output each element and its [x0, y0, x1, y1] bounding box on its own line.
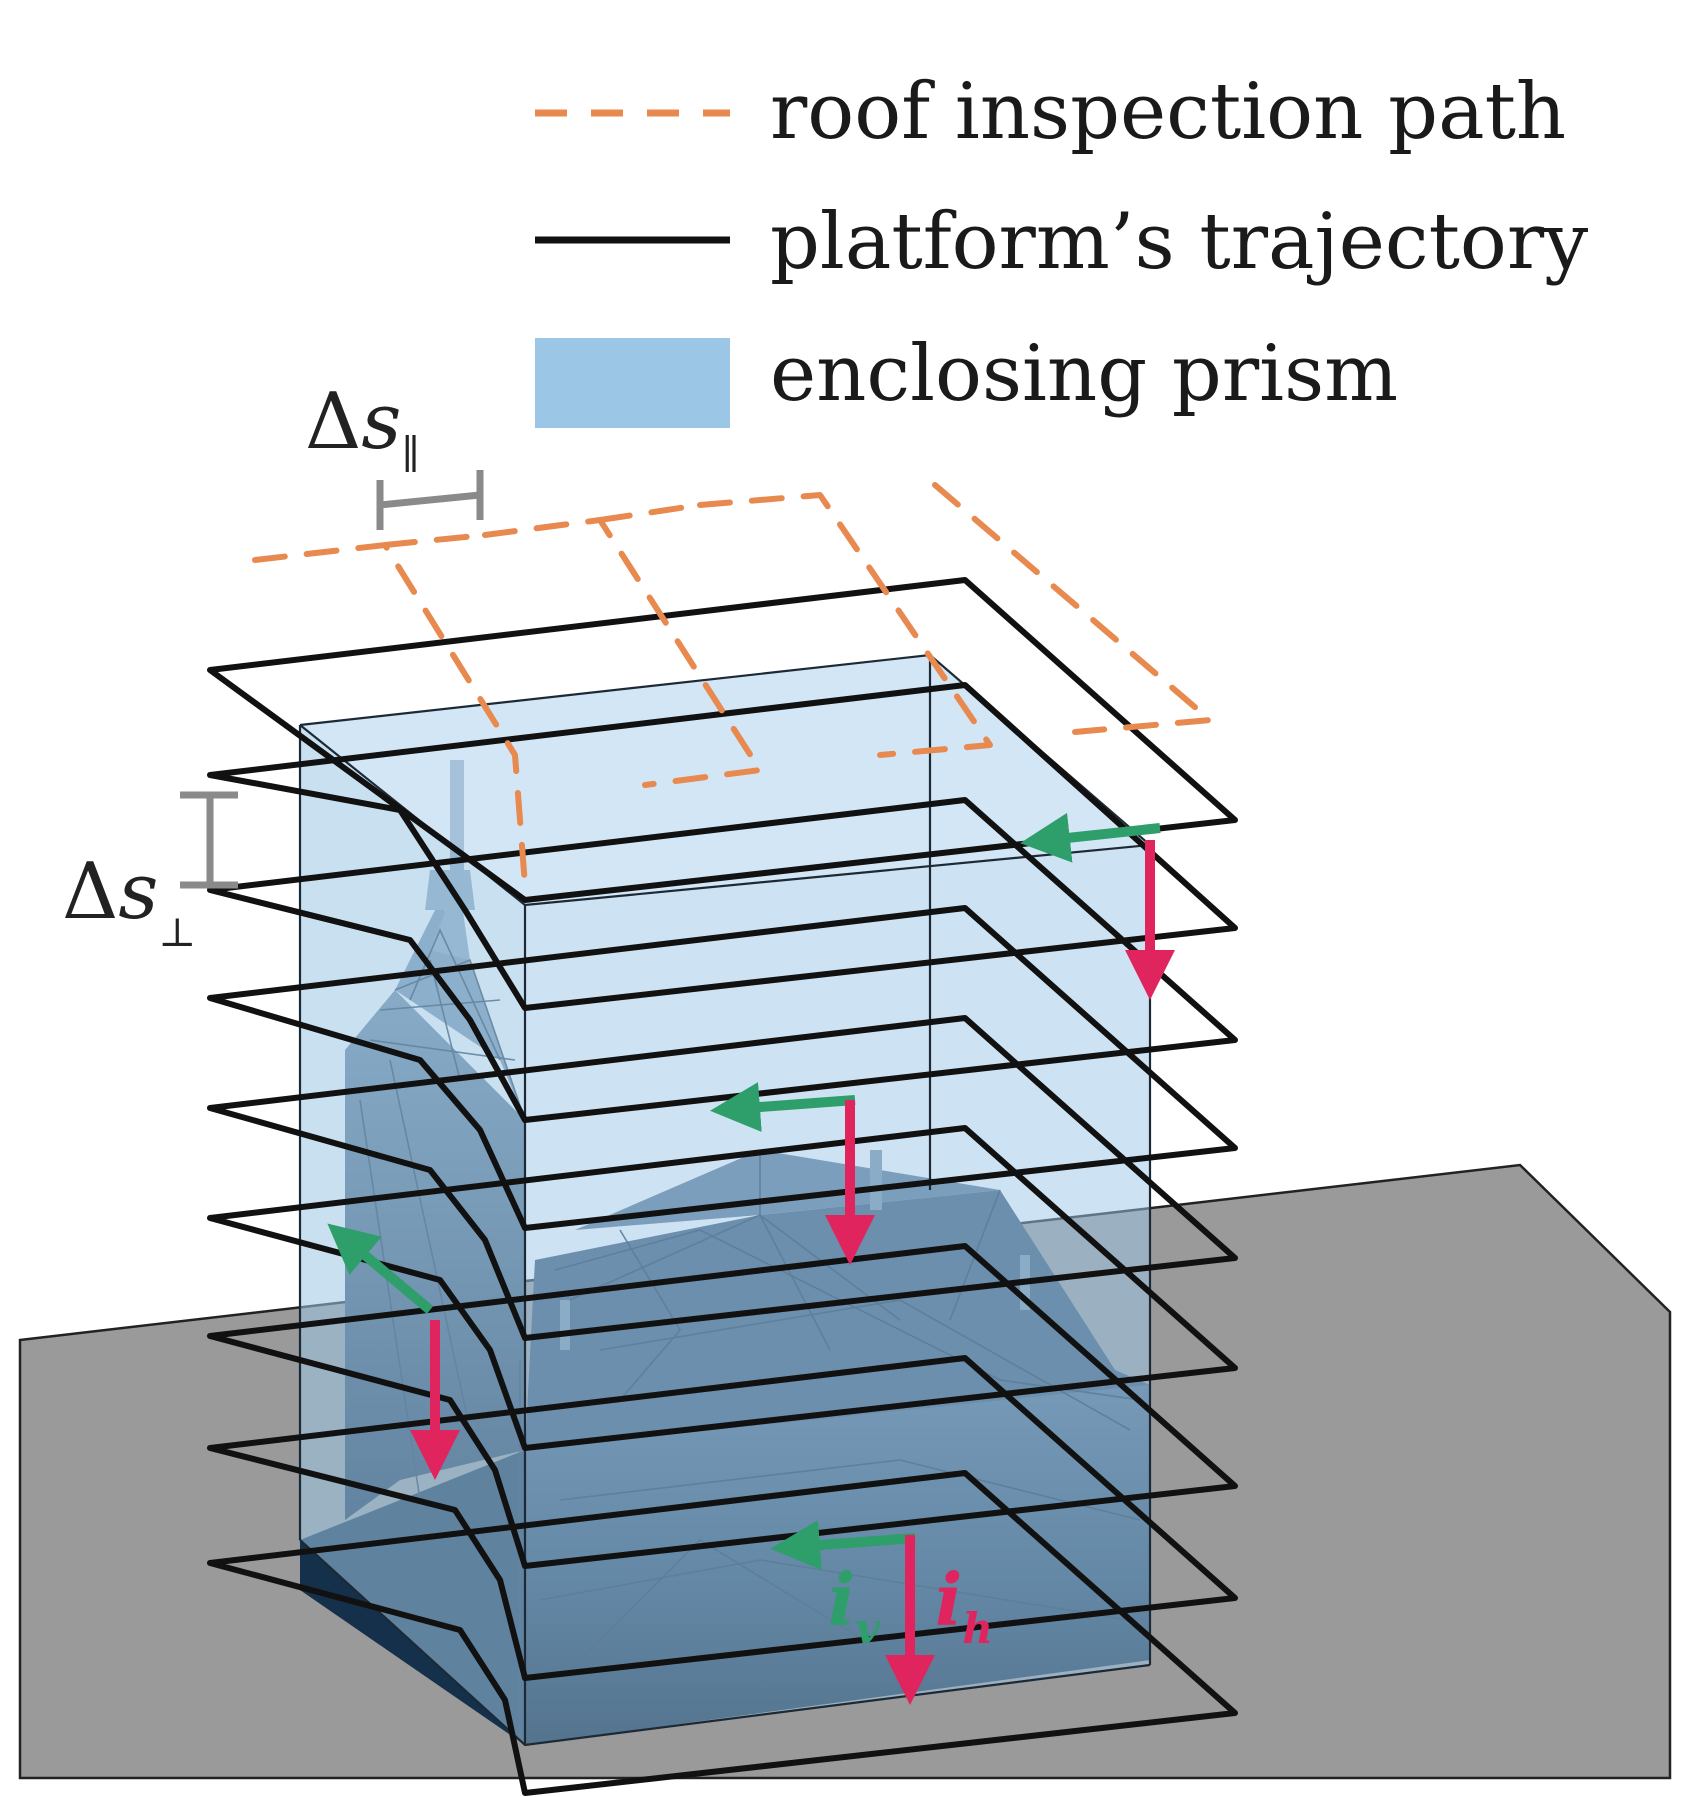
delta-parallel-label: Δs∥: [305, 377, 420, 478]
delta-perp-label: Δs⊥: [62, 847, 196, 956]
horizontal-arrow: [327, 1223, 434, 1314]
horizontal-arrow: [710, 1082, 856, 1132]
horizontal-arrow: [770, 1520, 916, 1570]
enclosing-prism: [298, 653, 1153, 1747]
platform-trajectory: [207, 577, 1238, 1796]
legend-prism-label: enclosing prism: [770, 329, 1398, 419]
direction-arrows: [327, 812, 1175, 1705]
roof-inspection-path: [252, 482, 1213, 888]
delta-perp-marker: [180, 791, 238, 889]
legend: roof inspection path platform’s trajecto…: [535, 67, 1588, 428]
horizontal-arrow: [1020, 812, 1161, 863]
legend-roof-path-label: roof inspection path: [770, 67, 1566, 157]
delta-parallel-marker: [376, 470, 484, 530]
ih-label: ih: [935, 1557, 993, 1653]
iv-label: iv: [828, 1557, 880, 1653]
legend-trajectory-label: platform’s trajectory: [770, 197, 1588, 287]
legend-prism-swatch: [535, 338, 730, 428]
